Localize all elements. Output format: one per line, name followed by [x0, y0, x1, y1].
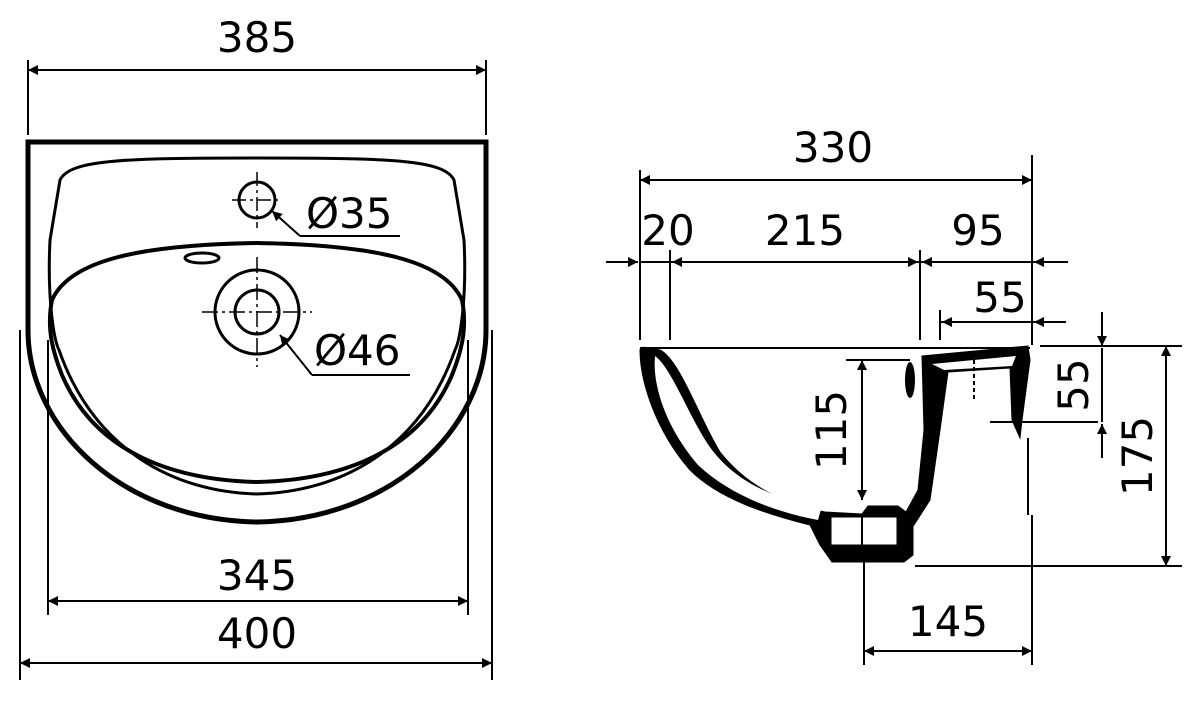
bowl-outline-top: [47, 240, 467, 485]
dim-overall-depth: 330: [793, 123, 873, 172]
overflow-slot: [183, 251, 221, 265]
dim-drain-hole: Ø46: [314, 326, 401, 375]
dim-top-width: 385: [217, 13, 297, 62]
dim-bowl-width: 345: [217, 551, 297, 600]
dim-overall-height: 175: [1113, 416, 1162, 496]
drain-fitting: [828, 514, 900, 548]
dim-bowl-height: 115: [807, 390, 856, 470]
rear-wall-section: [905, 345, 1031, 530]
dim-back-inner: 55: [973, 273, 1026, 322]
dim-bowl-depth: 215: [765, 206, 845, 255]
dim-back: 95: [951, 206, 1004, 255]
dim-overflow-height: 55: [1049, 358, 1098, 411]
basin-deck-outline: [47, 156, 467, 496]
dim-drain-offset: 145: [908, 597, 988, 646]
dim-overall-width: 400: [217, 609, 297, 658]
dim-tap-hole: Ø35: [306, 189, 393, 238]
top-view: Ø35 Ø46 385 345 400: [19, 13, 493, 680]
basin-outline-top: [25, 139, 489, 525]
side-view: 330 20 215 95 55 55 175 115: [606, 123, 1182, 665]
dim-rim: 20: [641, 206, 694, 255]
overflow-hole-side: [905, 362, 915, 398]
